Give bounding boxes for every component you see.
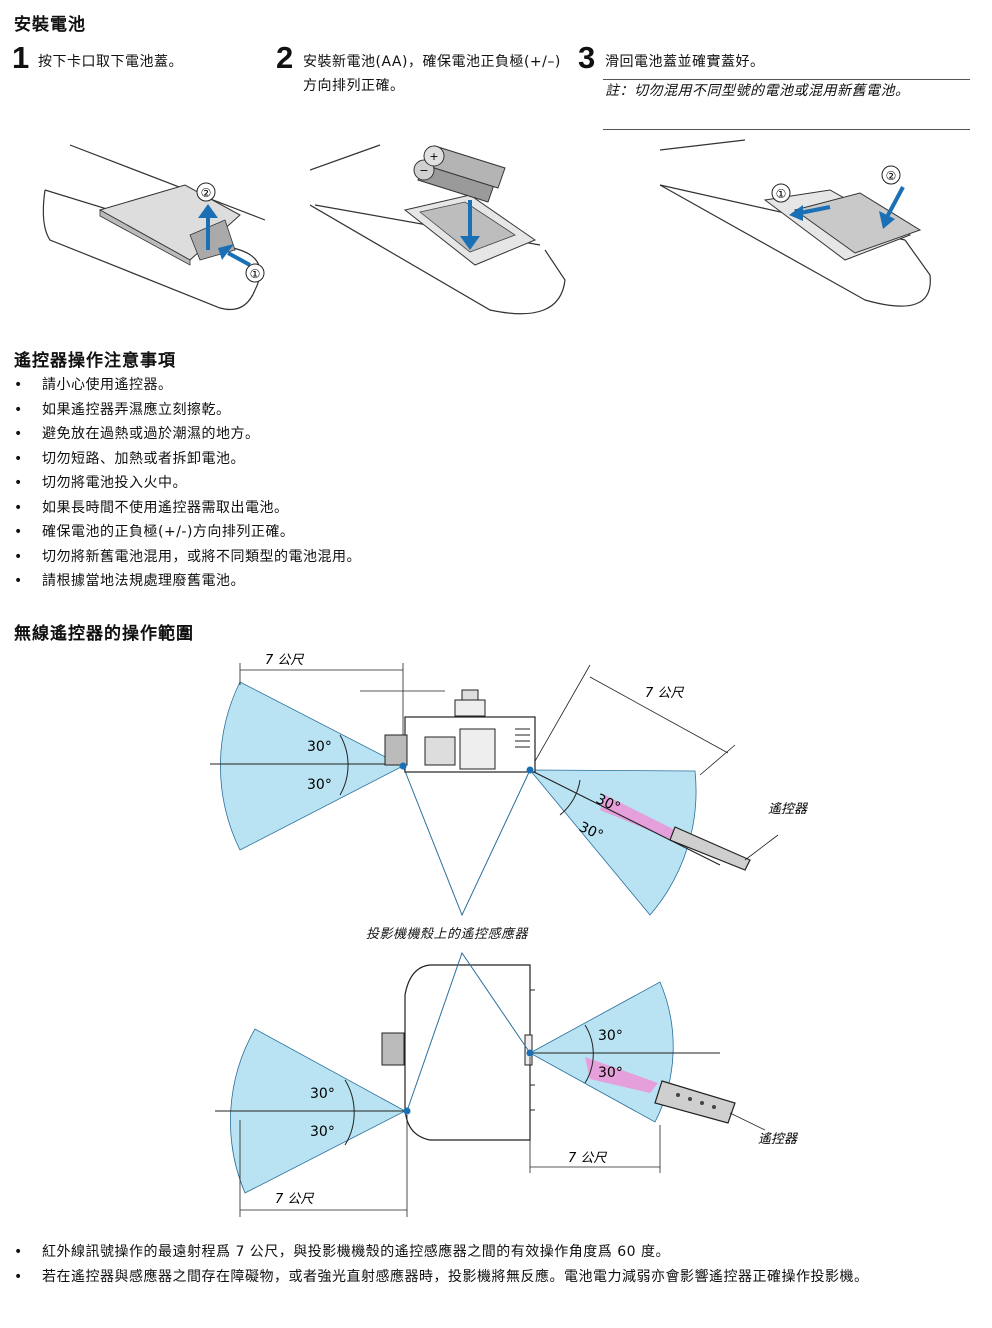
remote-label-bottom: 遙控器 xyxy=(758,1132,798,1147)
step-2-illustration: + − xyxy=(310,144,566,315)
step-1-illustration: ② ① xyxy=(42,144,266,311)
circle-label-1b: ① xyxy=(776,187,787,201)
svg-text:−: − xyxy=(419,164,428,177)
note-bottom-rule xyxy=(603,129,970,130)
precautions-title: 遙控器操作注意事項 xyxy=(14,351,176,371)
projector-side-view xyxy=(384,689,536,773)
step-3-number: 3 xyxy=(578,40,596,75)
list-item: 請小心使用遙控器。 xyxy=(12,373,712,398)
distance-label-top-left: 7 公尺 xyxy=(265,653,304,668)
sensor-caption: 投影機機殼上的遙控感應器 xyxy=(366,927,529,942)
step-1-number: 1 xyxy=(12,40,30,75)
circle-label-1: ① xyxy=(250,267,261,281)
sensor-front-dot xyxy=(399,762,407,770)
battery-note: 註：切勿混用不同型號的電池或混用新舊電池。 xyxy=(605,83,910,99)
sensor-rear-dot xyxy=(526,766,534,774)
sensor-front-dot xyxy=(403,1107,411,1115)
list-item: 避免放在過熱或過於潮濕的地方。 xyxy=(12,422,712,447)
sensor-rear-dot xyxy=(526,1049,534,1057)
step-3-illustration: ① ② xyxy=(659,139,931,307)
list-item: 確保電池的正負極(+/-)方向排列正確。 xyxy=(12,520,712,545)
step-3-text: 滑回電池蓋並確實蓋好。 xyxy=(605,54,765,70)
range-title: 無線遙控器的操作範圍 xyxy=(14,624,194,644)
range-diagram-top: 7 公尺 7 公尺 30° 30° 30° 30° 遙控器 xyxy=(210,653,808,917)
step-1-text: 按下卡口取下電池蓋。 xyxy=(38,54,183,70)
list-item: 如果遙控器弄濕應立刻擦乾。 xyxy=(12,398,712,423)
distance-label-top-right: 7 公尺 xyxy=(645,686,684,701)
step-2-text: 安裝新電池(AA)，確保電池正負極(+/–)方向排列正確。 xyxy=(303,54,561,94)
list-item: 紅外線訊號操作的最遠射程爲 7 公尺，與投影機機殼的遙控感應器之間的有效操作角度… xyxy=(12,1240,972,1265)
list-item: 切勿將電池投入火中。 xyxy=(12,471,712,496)
circle-label-2b: ② xyxy=(886,169,897,183)
precautions-list: 請小心使用遙控器。 如果遙控器弄濕應立刻擦乾。 避免放在過熱或過於潮濕的地方。 … xyxy=(12,373,712,594)
remote-label-top: 遙控器 xyxy=(768,802,808,817)
distance-label-bottom-left: 7 公尺 xyxy=(275,1192,314,1207)
right-receiving-cone xyxy=(529,981,674,1123)
svg-text:+: + xyxy=(429,150,438,163)
angle-label: 30° xyxy=(307,777,332,793)
ir-beam xyxy=(600,795,675,839)
left-receiving-cone xyxy=(220,681,404,851)
list-item: 切勿將新舊電池混用，或將不同類型的電池混用。 xyxy=(12,545,712,570)
note-top-rule xyxy=(603,79,970,80)
list-item: 若在遙控器與感應器之間存在障礙物，或者強光直射感應器時，投影機將無反應。電池電力… xyxy=(12,1265,972,1290)
right-receiving-cone xyxy=(529,769,697,916)
ir-beam xyxy=(585,1057,658,1093)
angle-label: 30° xyxy=(598,1028,623,1044)
aa-batteries: + − xyxy=(413,145,506,203)
remote-control-top xyxy=(669,826,751,871)
angle-label: 30° xyxy=(598,1065,623,1081)
circle-label-2: ② xyxy=(201,186,212,200)
list-item: 切勿短路、加熱或者拆卸電池。 xyxy=(12,447,712,472)
step-2-number: 2 xyxy=(276,40,294,75)
range-notes-list: 紅外線訊號操作的最遠射程爲 7 公尺，與投影機機殼的遙控感應器之間的有效操作角度… xyxy=(12,1240,972,1289)
list-item: 請根據當地法規處理廢舊電池。 xyxy=(12,569,712,594)
install-title: 安裝電池 xyxy=(14,15,86,35)
remote-control-bottom xyxy=(654,1080,736,1124)
angle-label: 30° xyxy=(307,739,332,755)
angle-label: 30° xyxy=(310,1086,335,1102)
list-item: 如果長時間不使用遙控器需取出電池。 xyxy=(12,496,712,521)
range-diagram-bottom: 30° 30° 30° 30° 遙控器 7 公尺 7 公尺 xyxy=(215,951,798,1217)
angle-label: 30° xyxy=(310,1124,335,1140)
distance-label-bottom-right: 7 公尺 xyxy=(568,1151,607,1166)
